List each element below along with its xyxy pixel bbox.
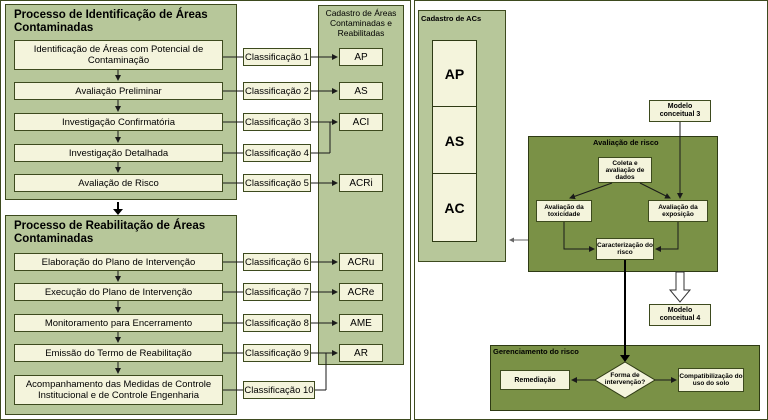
step-detailed-investigation: Investigação Detalhada	[14, 144, 223, 162]
intervention-form-label: Forma de intervenção?	[604, 372, 646, 386]
classification-4: Classificação 4	[243, 144, 311, 162]
classification-5: Classificação 5	[243, 174, 311, 192]
step-risk-evaluation: Avaliação de Risco	[14, 174, 223, 192]
identification-process-panel	[5, 4, 237, 200]
ac-code-ap: AP	[433, 41, 476, 107]
step-intervention-plan-execution: Execução do Plano de Intervenção	[14, 283, 223, 301]
step-confirmatory-investigation: Investigação Confirmatória	[14, 113, 223, 131]
hollow-arrow	[668, 271, 692, 303]
classification-3: Classificação 3	[243, 113, 311, 131]
intervention-decision-diamond	[594, 361, 656, 399]
ac-registry-title: Cadastro de ACs	[421, 14, 482, 23]
code-aci: ACI	[339, 113, 383, 131]
toxicity-evaluation-box: Avaliação da toxicidade	[536, 200, 592, 222]
code-acri: ACRi	[339, 174, 383, 192]
classification-10: Classificação 10	[243, 381, 315, 399]
land-use-compatibility-box: Compatibilização do uso do solo	[678, 368, 744, 392]
conceptual-model-4: Modelo conceitual 4	[649, 304, 711, 326]
classification-9: Classificação 9	[243, 344, 311, 362]
classification-8: Classificação 8	[243, 314, 311, 332]
risk-evaluation-title: Avaliação de risco	[593, 138, 659, 147]
code-ar: AR	[339, 344, 383, 362]
step-rehabilitation-term: Emissão do Termo de Reabilitação	[14, 344, 223, 362]
exposure-evaluation-box: Avaliação da exposição	[648, 200, 708, 222]
code-acru: ACRu	[339, 253, 383, 271]
ac-code-ac: AC	[444, 200, 465, 216]
ac-code-as: AS	[433, 108, 476, 174]
step-monitoring: Monitoramento para Encerramento	[14, 314, 223, 332]
conceptual-model-3: Modelo conceitual 3	[649, 100, 711, 122]
registry-panel-title: Cadastro de Áreas Contaminadas e Reabili…	[325, 8, 397, 38]
step-intervention-plan-elaboration: Elaboração do Plano de Intervenção	[14, 253, 223, 271]
classification-1: Classificação 1	[243, 48, 311, 66]
identification-process-title: Processo de Identificação de Áreas Conta…	[14, 9, 208, 34]
rehabilitation-process-title: Processo de Reabilitação de Áreas Contam…	[14, 220, 206, 245]
step-identification-potential: Identificação de Áreas com Potencial de …	[14, 40, 223, 70]
code-ame: AME	[339, 314, 383, 332]
classification-6: Classificação 6	[243, 253, 311, 271]
risk-management-title: Gerenciamento do risco	[493, 347, 579, 356]
ac-registry-column	[432, 40, 477, 242]
remediation-box: Remediação	[500, 370, 570, 390]
code-acre: ACRe	[339, 283, 383, 301]
step-control-monitoring: Acompanhamento das Medidas de Controle I…	[14, 375, 223, 405]
step-preliminary-evaluation: Avaliação Preliminar	[14, 82, 223, 100]
classification-7: Classificação 7	[243, 283, 311, 301]
risk-characterization-box: Caracterização do risco	[596, 238, 654, 260]
code-as: AS	[339, 82, 383, 100]
code-ap: AP	[339, 48, 383, 66]
classification-2: Classificação 2	[243, 82, 311, 100]
data-collection-box: Coleta e avaliação de dados	[598, 157, 652, 183]
